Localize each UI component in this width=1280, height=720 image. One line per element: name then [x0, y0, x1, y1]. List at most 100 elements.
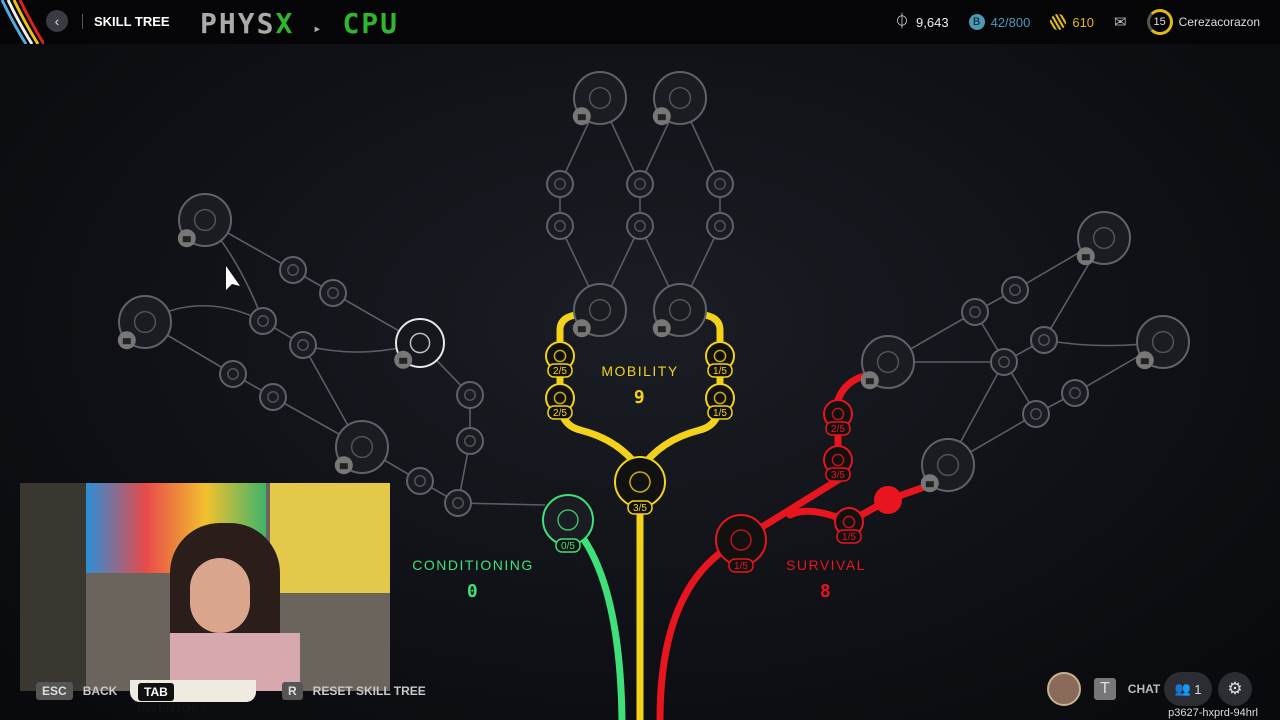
lock-icon [177, 229, 196, 248]
skill-node[interactable] [456, 381, 484, 409]
lock-icon [920, 474, 939, 493]
lock-icon [394, 350, 413, 369]
locked-skill-node[interactable] [920, 438, 975, 493]
divider [82, 14, 83, 29]
skill-node[interactable] [219, 360, 247, 388]
webcam-overlay [20, 483, 390, 691]
skill-icon [464, 389, 476, 401]
locked-skill-node[interactable] [334, 420, 389, 475]
skill-connection [144, 321, 363, 448]
settings-button[interactable]: ⚙ [1218, 672, 1252, 706]
skill-level: 2/5 [553, 408, 567, 419]
mobility-root-node[interactable]: 3/5 [614, 456, 666, 515]
skill-node[interactable] [289, 331, 317, 359]
skill-connection [204, 219, 361, 448]
survival-root-node[interactable]: 1/5 [715, 514, 767, 573]
skill-node[interactable] [1001, 276, 1029, 304]
skill-node[interactable] [706, 212, 734, 240]
skill-icon [1151, 330, 1175, 354]
skill-icon [998, 356, 1010, 368]
locked-skill-node[interactable] [652, 283, 707, 338]
skill-node-selected[interactable] [394, 318, 445, 369]
locked-skill-node[interactable] [1135, 315, 1190, 370]
conditioning-root-node[interactable]: 0/5 [542, 494, 594, 553]
skill-node[interactable] [319, 279, 347, 307]
mail-button[interactable]: ✉ [1114, 13, 1127, 31]
active-skill-path [636, 311, 724, 474]
skill-node[interactable] [546, 170, 574, 198]
locked-skill-node[interactable] [117, 295, 172, 350]
skill-icon [227, 368, 239, 380]
skill-node[interactable] [961, 298, 989, 326]
skill-level: 3/5 [633, 503, 647, 514]
skill-icon [1092, 226, 1116, 250]
skill-icon [414, 475, 426, 487]
skill-icon [634, 178, 646, 190]
skill-icon [714, 178, 726, 190]
skill-node[interactable] [1030, 326, 1058, 354]
skill-icon [876, 350, 900, 374]
mobility-skill-node[interactable]: 1/5 [705, 383, 735, 420]
skill-icon [1009, 284, 1021, 296]
skill-icon [193, 208, 217, 232]
skill-node[interactable] [626, 170, 654, 198]
skill-node[interactable] [546, 212, 574, 240]
skill-connection [679, 97, 721, 311]
skill-node[interactable] [279, 256, 307, 284]
skill-icon [267, 391, 279, 403]
skill-level: 2/5 [553, 366, 567, 377]
survival-skill-node[interactable]: 2/5 [823, 399, 853, 436]
mobility-skill-node[interactable]: 2/5 [545, 383, 575, 420]
survival-skill-node[interactable]: 1/5 [834, 507, 864, 544]
survival-skill-node[interactable]: 3/5 [823, 445, 853, 482]
skill-node[interactable] [406, 467, 434, 495]
skill-node[interactable] [444, 489, 472, 517]
skill-node[interactable] [259, 383, 287, 411]
locked-skill-node[interactable] [1076, 211, 1131, 266]
mobility-skill-node[interactable]: 1/5 [705, 341, 735, 378]
skill-icon [969, 306, 981, 318]
lock-icon [572, 107, 591, 126]
locked-skill-node[interactable] [572, 71, 627, 126]
skill-node[interactable] [1061, 379, 1089, 407]
room-code: p3627-hxprd-94hrl [1168, 707, 1258, 719]
skill-level: 1/5 [713, 408, 727, 419]
skill-node[interactable] [456, 427, 484, 455]
skill-icon [1069, 387, 1081, 399]
back-arrow-button[interactable]: ‹ [46, 10, 68, 32]
active-skill-path [556, 311, 644, 474]
skill-node[interactable] [706, 170, 734, 198]
locked-skill-node[interactable] [177, 193, 232, 248]
inventory-tab[interactable]: TABINVENTORY [130, 680, 256, 715]
lock-icon [117, 331, 136, 350]
skill-node[interactable] [626, 212, 654, 240]
skill-icon [327, 287, 339, 299]
skill-icon [287, 264, 299, 276]
skill-node[interactable] [249, 307, 277, 335]
survival-skill-node-filled[interactable] [874, 486, 902, 514]
player-avatar[interactable] [1047, 672, 1081, 706]
skill-node[interactable] [990, 348, 1018, 376]
locked-skill-node[interactable] [860, 335, 915, 390]
skill-icon [133, 310, 157, 334]
locked-skill-node[interactable] [652, 71, 707, 126]
locked-skill-node[interactable] [572, 283, 627, 338]
mouse-cursor-icon [226, 266, 240, 290]
mail-icon: ✉ [1114, 14, 1127, 31]
party-button[interactable]: 👥 1 [1164, 672, 1212, 706]
skill-node[interactable] [1022, 400, 1050, 428]
mobility-skill-node[interactable]: 2/5 [545, 341, 575, 378]
player-level-badge: 15 [1146, 9, 1173, 35]
lock-icon [652, 319, 671, 338]
skill-icon [842, 515, 856, 529]
skill-connection [204, 219, 421, 344]
skill-icon [730, 529, 752, 551]
lock-icon [1076, 247, 1095, 266]
